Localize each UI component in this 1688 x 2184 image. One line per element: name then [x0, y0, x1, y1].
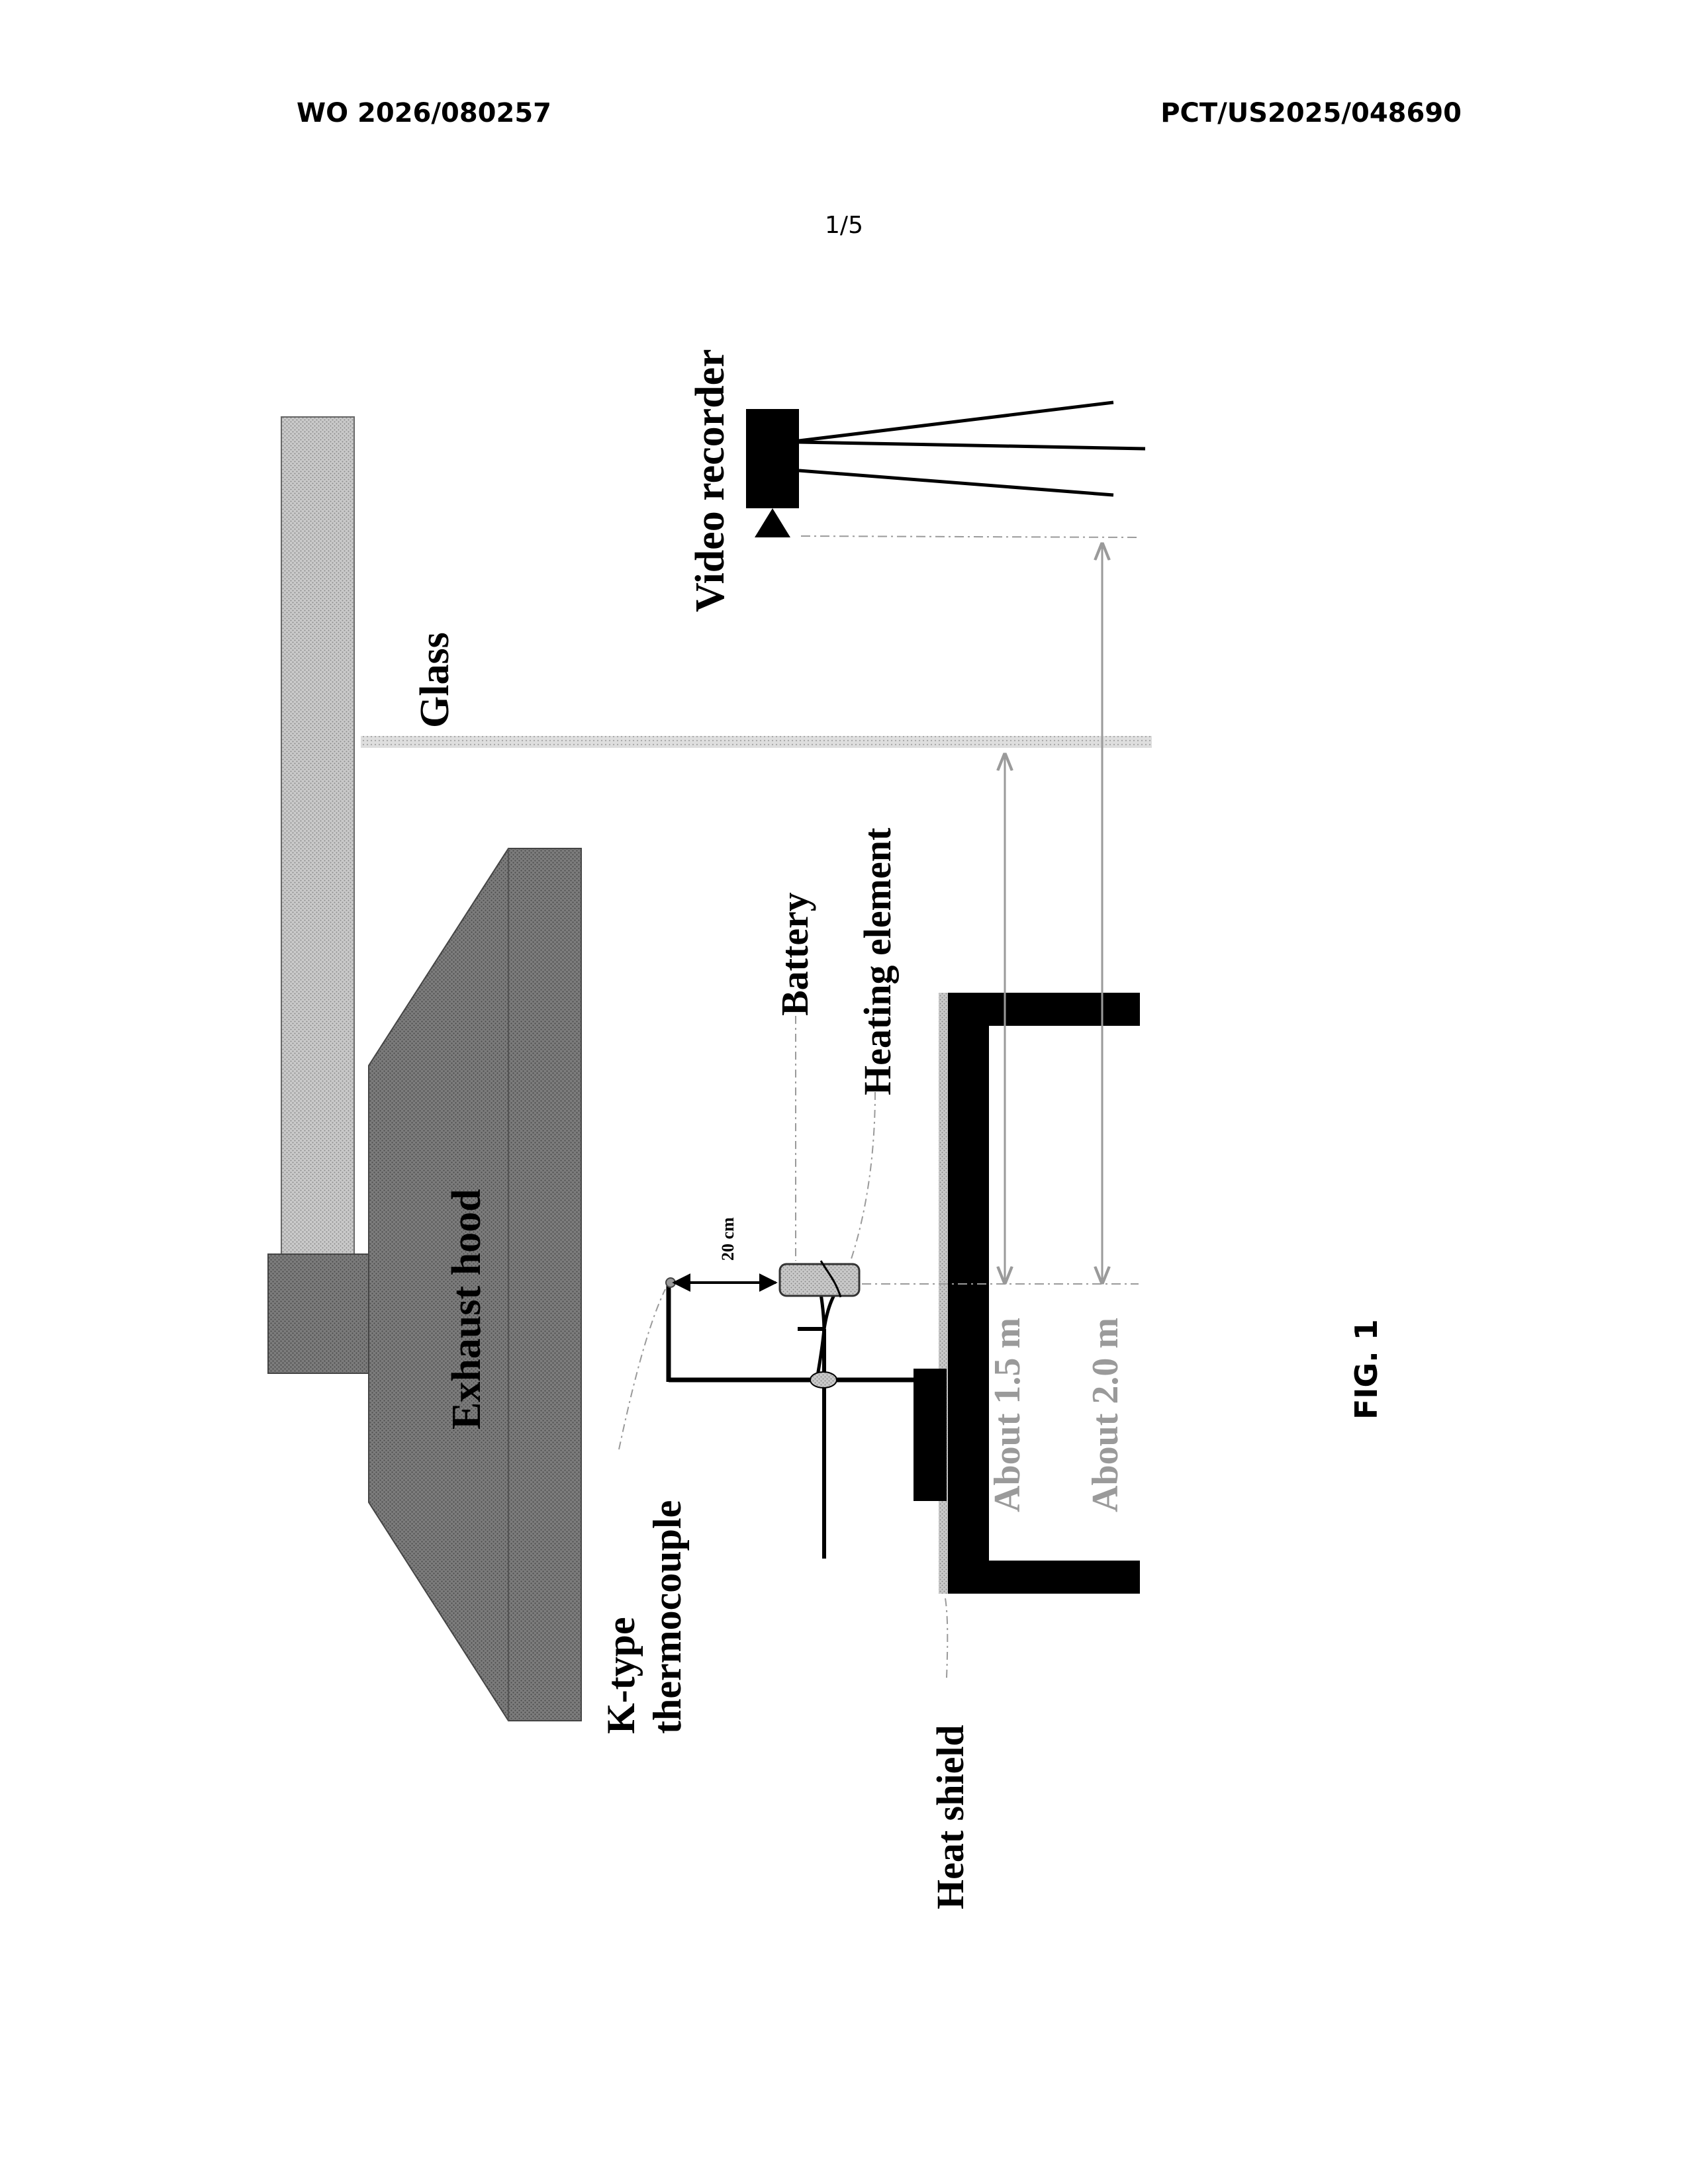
thermocouple-tip: [666, 1278, 675, 1287]
heat-source-block: [914, 1369, 947, 1501]
label-glass: Glass: [412, 632, 457, 728]
label-thermocouple: thermocouple: [645, 1500, 689, 1734]
label-about-1-5m: About 1.5 m: [987, 1318, 1028, 1512]
figure-label: FIG. 1: [1348, 1319, 1384, 1420]
label-video-recorder: Video recorder: [688, 349, 733, 612]
camera-lens: [755, 508, 790, 537]
label-k-type: K-type: [599, 1617, 643, 1734]
duct-collar: [268, 1254, 369, 1373]
glass-pane: [361, 736, 1152, 748]
wire-junction: [810, 1372, 837, 1388]
stand-top: [948, 993, 989, 1594]
heat-shield: [939, 993, 949, 1594]
label-20cm: 20 cm: [718, 1217, 737, 1261]
camera-body: [746, 409, 799, 508]
label-exhaust-hood: Exhaust hood: [444, 1189, 489, 1430]
label-battery: Battery: [773, 892, 816, 1016]
stand-leg-top: [989, 993, 1140, 1026]
stand-leg-bottom: [989, 1561, 1140, 1594]
label-about-2-0m: About 2.0 m: [1085, 1318, 1126, 1512]
label-heat-shield: Heat shield: [929, 1725, 972, 1909]
chimney-duct: [281, 417, 354, 1261]
label-heating-element: Heating element: [856, 827, 899, 1095]
battery-cylinder: [780, 1264, 859, 1296]
